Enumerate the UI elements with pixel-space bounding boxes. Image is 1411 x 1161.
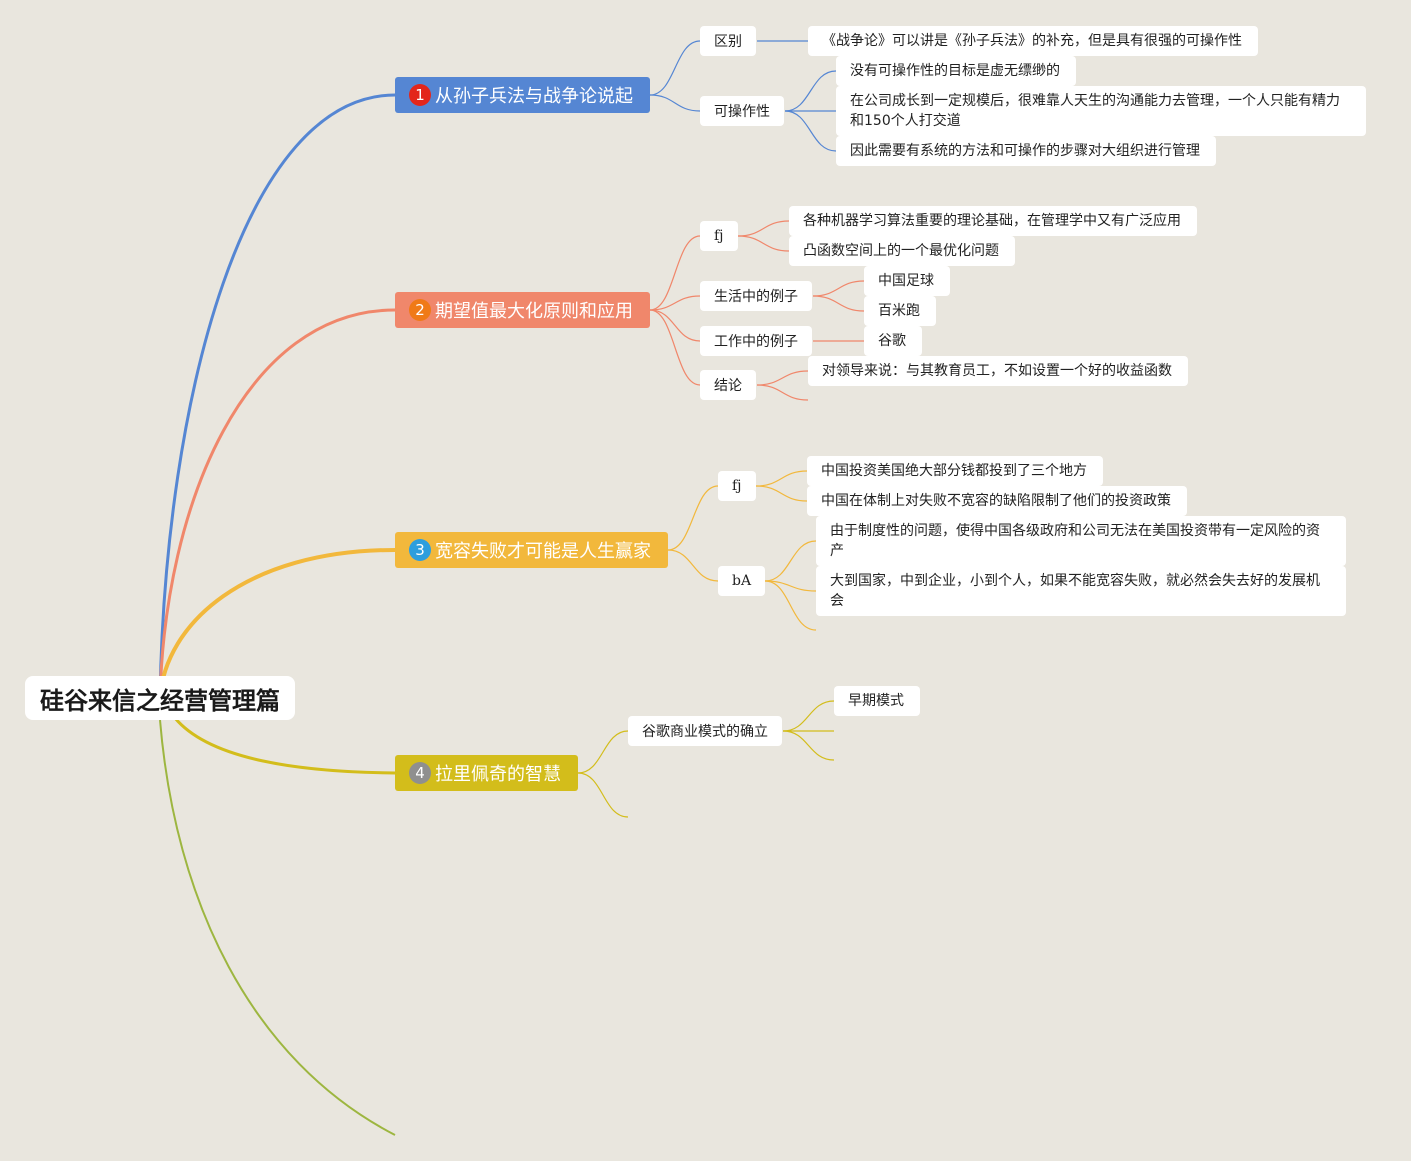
- subtopic-operability[interactable]: 可操作性: [700, 96, 784, 126]
- leaf-reward-function[interactable]: 对领导来说：与其教育员工，不如设置一个好的收益函数: [808, 356, 1188, 386]
- b2-link-fj: [649, 235, 701, 311]
- subtopic-life-examples[interactable]: 生活中的例子: [700, 281, 812, 311]
- subtopic-conclusion[interactable]: 结论: [700, 370, 756, 400]
- b4-leaf-1: [782, 700, 835, 732]
- root-link-2: [158, 308, 397, 700]
- number-3-icon: 3: [409, 539, 431, 561]
- b2-leaf-7: [756, 384, 809, 401]
- b4-leaf-3: [782, 730, 835, 761]
- b2-leaf-4: [812, 295, 865, 312]
- leaf-ml-theory[interactable]: 各种机器学习算法重要的理论基础，在管理学中又有广泛应用: [789, 206, 1197, 236]
- b2-leaf-1: [737, 220, 790, 237]
- subtopic-ba[interactable]: bA: [718, 566, 766, 596]
- subtopic-work-examples[interactable]: 工作中的例子: [700, 326, 812, 356]
- leaf-institutional[interactable]: 由于制度性的问题，使得中国各级政府和公司无法在美国投资带有一定风险的资产: [816, 516, 1346, 566]
- b1-leaf-2: [784, 70, 837, 112]
- branch-3-title: 宽容失败才可能是人生赢家: [435, 541, 651, 562]
- leaf-google[interactable]: 谷歌: [864, 326, 922, 356]
- b4-link-model: [577, 730, 629, 774]
- leaf-china-football[interactable]: 中国足球: [864, 266, 950, 296]
- branch-1-topic[interactable]: 1 从孙子兵法与战争论说起: [395, 77, 650, 113]
- b2-leaf-6: [756, 370, 809, 386]
- b2-link-life: [649, 295, 701, 311]
- leaf-policy-defect[interactable]: 中国在体制上对失败不宽容的缺陷限制了他们的投资政策: [807, 486, 1187, 516]
- subtopic-business-model[interactable]: 谷歌商业模式的确立: [628, 716, 782, 746]
- branch-3-topic[interactable]: 3 宽容失败才可能是人生赢家: [395, 532, 668, 568]
- b3-leaf-2: [755, 485, 808, 502]
- subtopic-fj-2[interactable]: fj: [700, 221, 738, 251]
- root-topic[interactable]: 硅谷来信之经营管理篇: [25, 676, 295, 720]
- leaf-no-operability[interactable]: 没有可操作性的目标是虚无缥缈的: [836, 56, 1076, 86]
- root-link-4: [173, 717, 396, 775]
- b4-link-2: [577, 772, 629, 818]
- b2-link-work: [649, 309, 701, 342]
- b1-leaf-4: [784, 110, 837, 152]
- root-link-5: [159, 719, 396, 1136]
- b1-link-op: [649, 94, 701, 112]
- leaf-three-places[interactable]: 中国投资美国绝大部分钱都投到了三个地方: [807, 456, 1103, 486]
- root-link-1: [158, 93, 397, 700]
- b3-link-ba: [667, 549, 719, 582]
- b1-link-diff: [649, 40, 701, 96]
- branch-4-topic[interactable]: 4 拉里佩奇的智慧: [395, 755, 578, 791]
- subtopic-difference[interactable]: 区别: [700, 26, 756, 56]
- leaf-company-scale[interactable]: 在公司成长到一定规模后，很难靠人天生的沟通能力去管理，一个人只能有精力和150个…: [836, 86, 1366, 136]
- branch-2-title: 期望值最大化原则和应用: [435, 301, 633, 322]
- leaf-early-model[interactable]: 早期模式: [834, 686, 920, 716]
- number-1-icon: 1: [409, 84, 431, 106]
- b2-link-conc: [649, 309, 701, 386]
- number-4-icon: 4: [409, 762, 431, 784]
- leaf-tolerate-failure[interactable]: 大到国家，中到企业，小到个人，如果不能宽容失败，就必然会失去好的发展机会: [816, 566, 1346, 616]
- branch-1-title: 从孙子兵法与战争论说起: [435, 86, 633, 107]
- leaf-system-method[interactable]: 因此需要有系统的方法和可操作的步骤对大组织进行管理: [836, 136, 1216, 166]
- b2-leaf-3: [812, 280, 865, 297]
- b3-link-fj: [667, 485, 719, 551]
- subtopic-fj-3[interactable]: fj: [718, 471, 756, 501]
- number-2-icon: 2: [409, 299, 431, 321]
- root-title: 硅谷来信之经营管理篇: [40, 686, 280, 715]
- leaf-war-theory[interactable]: 《战争论》可以讲是《孙子兵法》的补充，但是具有很强的可操作性: [808, 26, 1258, 56]
- root-link-3: [158, 548, 397, 700]
- b3-leaf-1: [755, 470, 808, 487]
- b2-leaf-2: [737, 235, 790, 252]
- branch-2-topic[interactable]: 2 期望值最大化原则和应用: [395, 292, 650, 328]
- branch-4-title: 拉里佩奇的智慧: [435, 764, 561, 785]
- leaf-convex[interactable]: 凸函数空间上的一个最优化问题: [789, 236, 1015, 266]
- b3-leaf-3: [764, 540, 817, 582]
- b3-leaf-5: [764, 580, 817, 631]
- leaf-100m[interactable]: 百米跑: [864, 296, 936, 326]
